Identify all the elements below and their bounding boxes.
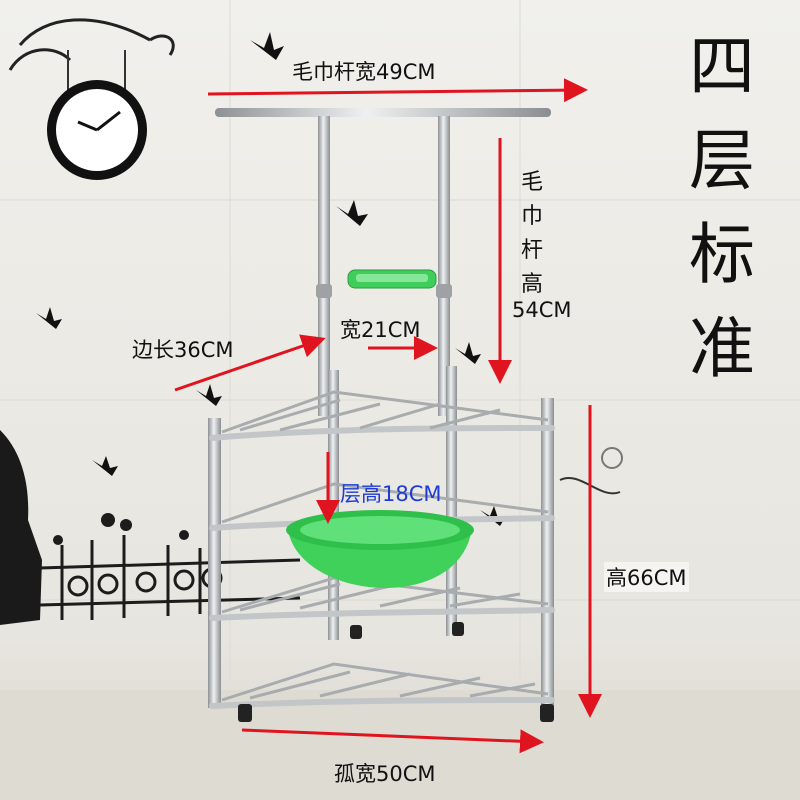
floor [0,690,800,800]
butterfly-decals [36,32,506,526]
arrow-arc-width [241,728,544,754]
label-side-length: 边长36CM [132,338,234,362]
label-total-height: 高66CM [604,562,689,592]
title-four-tier-standard: 四 层 标 准 [676,20,768,396]
soap-dish [347,269,437,289]
label-towel-bar-height-value: 54CM [512,298,572,322]
arrow-side-length [174,334,326,392]
label-towel-bar-height-char: 高 [520,272,543,297]
label-towel-bar-height-char: 杆 [520,238,543,263]
arrow-towel-bar-width [207,78,588,103]
title-char: 准 [689,310,755,387]
label-towel-bar-height-char: 毛 [520,170,543,195]
tree-decal [0,430,42,625]
wall-clock-decal [8,18,175,180]
title-char: 四 [689,28,755,105]
label-towel-bar-height: 毛 巾 杆 高 [512,166,552,302]
label-arc-width: 孤宽50CM [334,762,436,786]
flower-decals [53,513,189,545]
dimension-arrows [174,78,602,754]
title-char: 标 [689,216,755,293]
bird-decal [601,447,623,469]
label-width: 宽21CM [340,318,421,342]
label-towel-bar-width: 毛巾杆宽49CM [292,60,436,84]
towel-bar-assembly [215,108,551,416]
label-layer-height: 层高18CM [340,482,442,506]
title-char: 层 [689,122,755,199]
label-towel-bar-height-char: 巾 [520,204,543,229]
